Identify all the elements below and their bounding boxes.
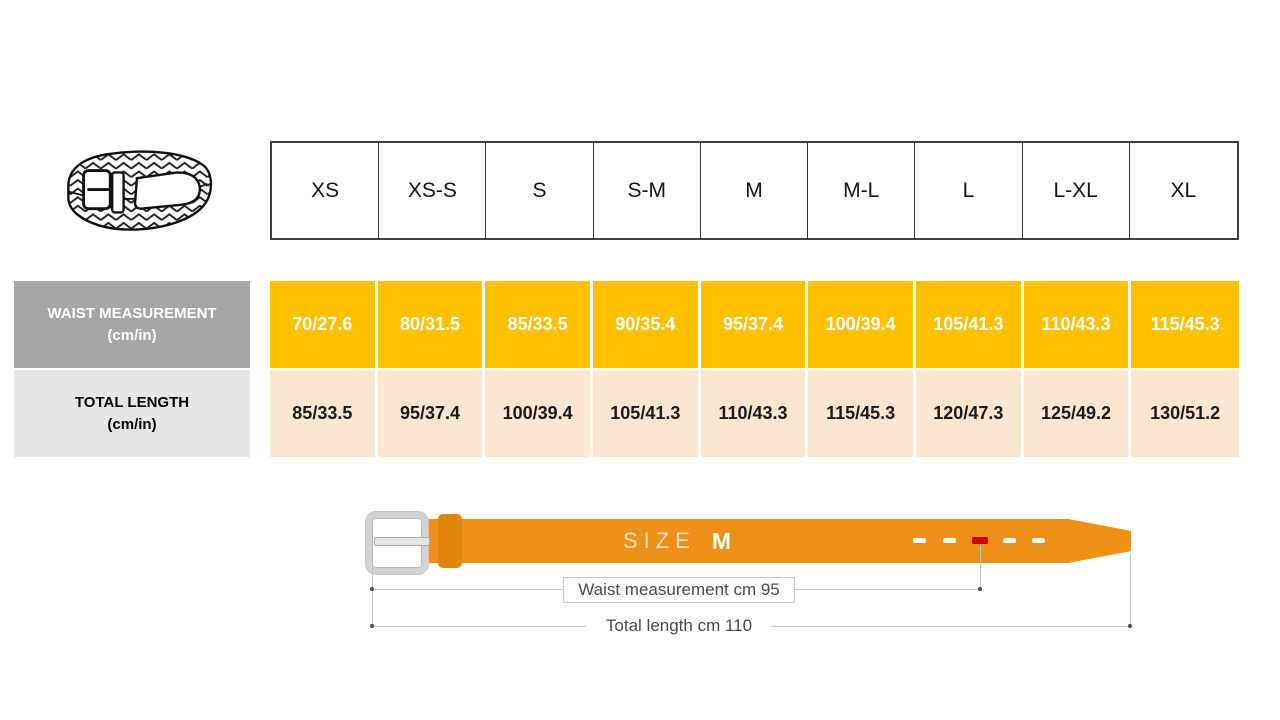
- belt-size-label: SIZE M: [424, 519, 930, 563]
- length-value-cell: 110/43.3: [700, 370, 809, 457]
- length-value-cell: 100/39.4: [485, 370, 593, 457]
- belt-hole: [913, 538, 926, 543]
- row-label-unit: (cm/in): [107, 415, 157, 433]
- size-header-cell: M-L: [808, 143, 916, 238]
- size-header-cell: M: [701, 143, 809, 238]
- length-value-cell: 85/33.5: [270, 370, 378, 457]
- size-header-cell: XS-S: [379, 143, 487, 238]
- braided-belt-icon: [67, 150, 213, 231]
- waist-hole-guide-line: [980, 546, 981, 590]
- waist-value-cell: 115/45.3: [1131, 281, 1239, 368]
- belt-hole: [1032, 538, 1045, 543]
- buckle-guide-line: [372, 564, 373, 627]
- belt-hole-highlighted: [972, 537, 988, 544]
- measure-endpoint-dot: [370, 624, 374, 628]
- size-header-row: XS XS-S S S-M M M-L L L-XL XL: [270, 141, 1239, 240]
- waist-measurement-values-row: 70/27.6 80/31.5 85/33.5 90/35.4 95/37.4 …: [270, 281, 1239, 368]
- measure-endpoint-dot: [978, 587, 982, 591]
- length-value-cell: 130/51.2: [1131, 370, 1239, 457]
- waist-value-cell: 70/27.6: [270, 281, 378, 368]
- size-header-cell: S: [486, 143, 594, 238]
- length-value-cell: 95/37.4: [377, 370, 486, 457]
- length-measure-line-right: [772, 626, 1131, 627]
- total-length-values-row: 85/33.5 95/37.4 100/39.4 105/41.3 110/43…: [270, 370, 1239, 457]
- length-value-cell: 125/49.2: [1023, 370, 1132, 457]
- waist-value-cell: 90/35.4: [592, 281, 701, 368]
- tip-guide-line: [1130, 554, 1131, 627]
- waist-measure-line-left: [372, 589, 563, 590]
- size-header-cell: XS: [272, 143, 380, 238]
- belt-strap-tip: [1068, 519, 1131, 563]
- length-measure-line-left: [372, 626, 586, 627]
- size-word: SIZE: [622, 528, 696, 553]
- belt-buckle-prong: [374, 537, 430, 546]
- belt-hole: [1003, 538, 1016, 543]
- waist-measurement-row-label: WAIST MEASUREMENT (cm/in): [14, 281, 250, 368]
- braided-belt-image: [55, 143, 217, 240]
- length-value-cell: 115/45.3: [808, 370, 916, 457]
- size-header-cell: XL: [1170, 178, 1197, 202]
- row-label-text: TOTAL LENGTH: [74, 393, 190, 411]
- measure-endpoint-dot: [370, 587, 374, 591]
- row-label-unit: (cm/in): [107, 326, 157, 344]
- total-length-row-label: TOTAL LENGTH (cm/in): [14, 370, 250, 457]
- size-header-cell: L: [915, 143, 1023, 238]
- row-label-text: WAIST MEASUREMENT: [47, 304, 217, 322]
- waist-value-cell: 110/43.3: [1023, 281, 1132, 368]
- waist-value-cell: 85/33.5: [485, 281, 593, 368]
- waist-measurement-annotation: Waist measurement cm 95: [563, 577, 795, 603]
- belt-hole: [943, 538, 956, 543]
- belt-keeper-loop: [438, 514, 462, 568]
- size-value: M: [711, 527, 732, 554]
- waist-measure-line-right: [795, 589, 981, 590]
- length-value-cell: 105/41.3: [592, 370, 701, 457]
- waist-value-cell: 100/39.4: [808, 281, 916, 368]
- measure-endpoint-dot: [1128, 624, 1132, 628]
- waist-value-cell: 80/31.5: [377, 281, 486, 368]
- total-length-annotation: Total length cm 110: [605, 616, 753, 635]
- waist-value-cell: 105/41.3: [915, 281, 1024, 368]
- size-header-cell: L-XL: [1023, 143, 1130, 238]
- size-header-cell: S-M: [594, 143, 701, 238]
- length-value-cell: 120/47.3: [915, 370, 1024, 457]
- waist-value-cell: 95/37.4: [700, 281, 809, 368]
- belt-strap: [424, 519, 1070, 563]
